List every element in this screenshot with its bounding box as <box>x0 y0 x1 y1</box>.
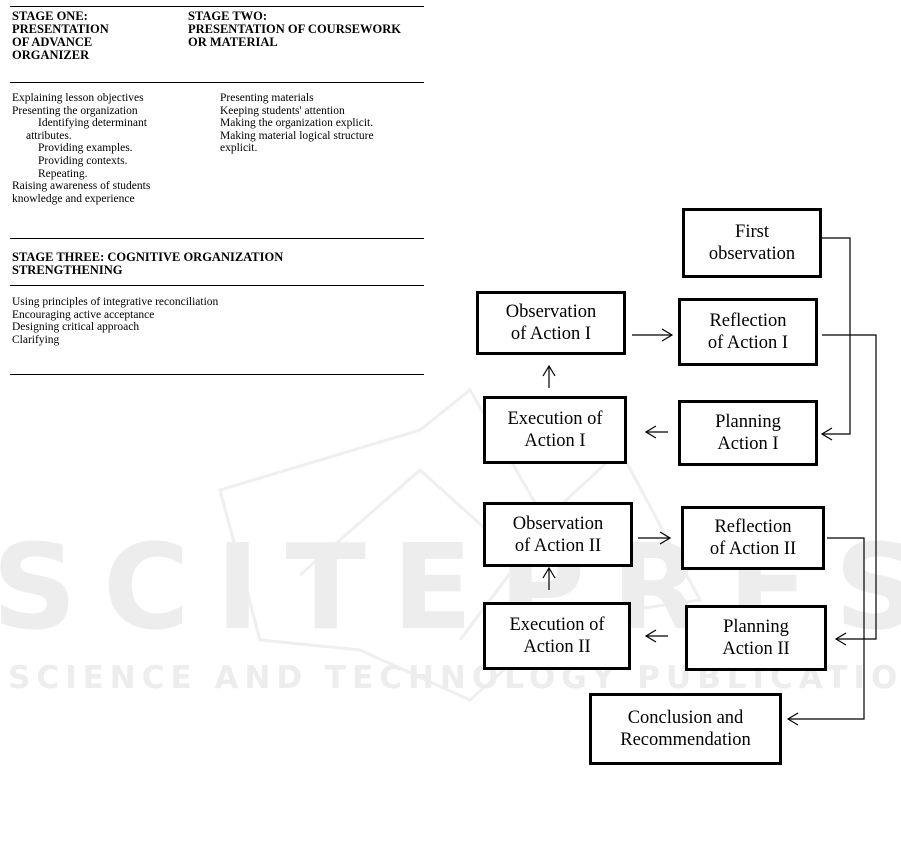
list-item: Designing critical approach <box>12 321 140 334</box>
arrowhead <box>661 328 674 342</box>
arrowhead <box>786 712 799 726</box>
stage-two-heading: STAGE TWO: PRESENTATION OF COURSEWORK OR… <box>188 9 401 49</box>
planning-action-1-box: Planning Action I <box>678 400 818 466</box>
list-item: knowledge and experience <box>12 192 135 205</box>
execution-action-2-box: Execution of Action II <box>483 602 631 670</box>
list-item: attributes. <box>26 129 72 142</box>
table-rule-bottom <box>10 374 424 375</box>
reflection-action-2-box: Reflection of Action II <box>681 506 825 570</box>
connector-first-to-planning-1 <box>822 237 851 435</box>
table-rule-2 <box>10 238 424 239</box>
list-item: Making the organization explicit. <box>220 117 374 130</box>
list-item: explicit. <box>220 142 258 155</box>
connector-reflection-2-to-conclusion <box>788 537 865 720</box>
list-item: Repeating. <box>38 167 88 180</box>
list-item: Encouraging active acceptance <box>12 308 155 321</box>
table-rule-3 <box>10 285 424 286</box>
stage-one-heading: STAGE ONE: PRESENTATION OF ADVANCE ORGAN… <box>12 9 109 62</box>
arrowhead <box>542 566 556 579</box>
arrowhead <box>644 629 657 643</box>
observation-action-2-box: Observation of Action II <box>483 502 633 567</box>
reflection-action-1-box: Reflection of Action I <box>678 298 818 366</box>
observation-action-1-box: Observation of Action I <box>476 291 626 355</box>
stage-three-heading: STAGE THREE: COGNITIVE ORGANIZATION STRE… <box>12 250 284 277</box>
arrowhead <box>542 364 556 377</box>
stage-one-list: Explaining lesson objectives Presenting … <box>12 92 150 205</box>
list-item: Making material logical structure <box>220 129 374 142</box>
planning-action-2-box: Planning Action II <box>685 605 827 671</box>
conclusion-recommendation-box: Conclusion and Recommendation <box>589 693 782 765</box>
execution-action-1-box: Execution of Action I <box>483 396 627 464</box>
list-item: Clarifying <box>12 333 60 346</box>
arrowhead <box>659 531 672 545</box>
table-rule-top <box>10 6 424 7</box>
list-item: Presenting the organization <box>12 104 138 117</box>
list-item: Presenting materials <box>220 92 314 104</box>
arrowhead <box>644 425 657 439</box>
list-item: Identifying determinant <box>38 117 147 130</box>
list-item: Providing examples. <box>38 142 133 155</box>
first-observation-box: First observation <box>682 208 822 278</box>
arrowhead <box>820 427 833 441</box>
stage-three-list: Using principles of integrative reconcil… <box>12 296 218 346</box>
table-rule-1 <box>10 82 424 83</box>
list-item: Keeping students' attention <box>220 104 345 117</box>
connector-reflection-1-to-planning-2 <box>822 334 877 640</box>
list-item: Explaining lesson objectives <box>12 92 144 104</box>
arrowhead <box>834 632 847 646</box>
list-item: Raising awareness of students <box>12 180 151 193</box>
stage-two-list: Presenting materials Keeping students' a… <box>220 92 374 155</box>
list-item: Providing contexts. <box>38 154 128 167</box>
list-item: Using principles of integrative reconcil… <box>12 296 219 308</box>
